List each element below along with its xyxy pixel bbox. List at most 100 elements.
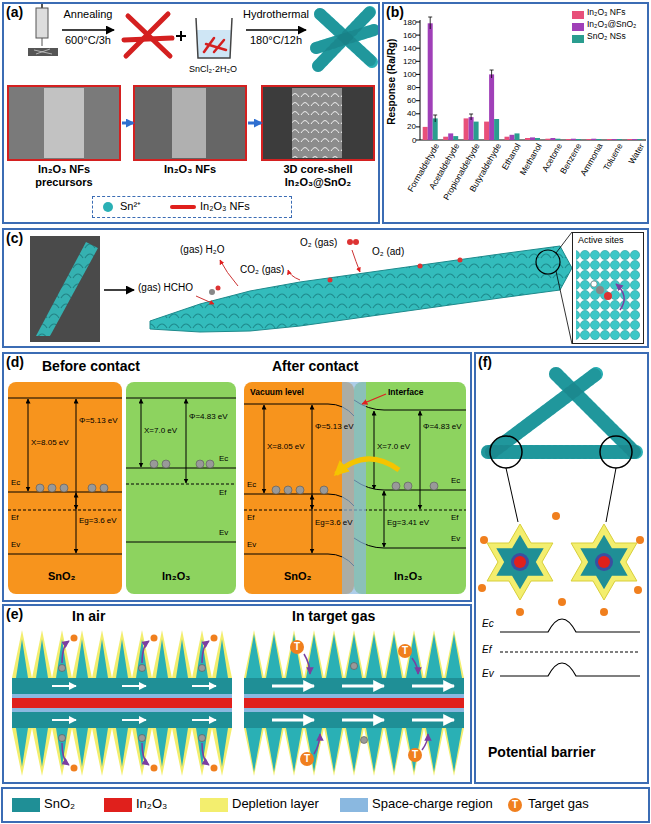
band-label: Ev <box>451 534 460 543</box>
legend-swatch <box>12 798 40 812</box>
band-label: Active sites <box>578 235 624 245</box>
band-label: Φ=4.83 eV <box>423 422 462 431</box>
band-label: Eg=3.41 eV <box>387 518 429 527</box>
panel-letter: (c) <box>6 230 23 246</box>
figure-panel: (e) In air In target gas <box>2 604 472 784</box>
panel-letter: (a) <box>6 4 23 20</box>
band-label: Ef <box>451 513 459 522</box>
band-label: In₂O₃ NFs <box>200 200 250 213</box>
sem-image: In₂O₃ NFs precursors <box>8 86 121 192</box>
legend-text: SnO₂ <box>44 797 75 812</box>
material-name: In₂O₃ <box>394 570 422 583</box>
target-gas-marker: T <box>300 752 314 766</box>
band-label: Φ=4.83 eV <box>189 412 228 421</box>
axis-title: Response (Ra/Rg) <box>386 39 398 125</box>
legend-swatch <box>340 798 368 812</box>
band-label: Ec <box>451 476 460 485</box>
band-label: Ef <box>247 513 255 522</box>
flow-arrow <box>248 122 261 125</box>
target-gas-marker: T <box>290 640 304 654</box>
band-label: Ef <box>482 644 491 656</box>
band-label: Eg=3.6 eV <box>315 518 353 527</box>
panel-letter: (e) <box>6 606 23 622</box>
figure-panel: (f)EcEfEvPotential barrier <box>474 352 649 784</box>
band-label: Φ=5.13 eV <box>315 422 354 431</box>
band-label: Ec <box>11 478 20 487</box>
material-name: SnO₂ <box>48 570 76 583</box>
panel-letter: (b) <box>386 4 404 20</box>
sem-image: 3D core-shell In₂O₃@SnO₂ <box>262 86 375 192</box>
panel-heading: Before contact <box>42 358 140 374</box>
tick-label: 160 <box>403 31 416 40</box>
legend-swatch <box>572 23 584 31</box>
grain-barrier-model <box>478 374 644 676</box>
flow-arrow <box>122 122 133 125</box>
tick-label: 140 <box>403 44 416 53</box>
band-diagrams <box>8 382 466 594</box>
legend-swatch <box>104 798 132 812</box>
material-name: SnO₂ <box>284 570 312 583</box>
image-caption: In₂O₃ NFs <box>134 163 246 176</box>
legend-swatch <box>200 798 228 812</box>
material-name: In₂O₃ <box>162 570 190 583</box>
legend-text: Space-charge region <box>372 797 493 812</box>
legend-text: Depletion layer <box>232 797 319 812</box>
band-label: X=8.05 eV <box>31 438 69 447</box>
figure-panel: (d)Before contactAfter contactΦ=5.13 eVX… <box>2 352 472 602</box>
band-label: Ec <box>247 480 256 489</box>
legend-text: In₂O₃@SnO₂ <box>587 20 636 30</box>
tick-label: 180 <box>403 18 416 27</box>
band-label: X=7.0 eV <box>377 442 410 451</box>
band-label: Ev <box>11 540 20 549</box>
legend-swatch <box>572 11 584 19</box>
band-label: Ef <box>11 513 19 522</box>
tick-label: 0 <box>412 136 416 145</box>
depletion-model-gas <box>244 630 464 776</box>
band-label: Ec <box>219 454 228 463</box>
response-bar-chart <box>416 17 646 140</box>
band-label: Sn²⁺ <box>120 200 141 213</box>
gas-label: CO₂ (gas) <box>240 264 284 276</box>
legend-text: In₂O₃ <box>136 797 167 812</box>
legend-text: In₂O₃ NFs <box>587 8 625 18</box>
sem-image: In₂O₃ NFs <box>134 86 247 192</box>
energy-band-box: Vacuum levelΦ=5.13 eVX=8.05 eVEcEfEg=3.6… <box>244 382 355 594</box>
category-label: Toluene <box>602 142 625 173</box>
synthesis-scheme <box>8 4 374 212</box>
energy-band-box: Φ=5.13 eV X=8.05 eV EcEf Eg=3.6 eV EvSnO₂ <box>8 382 122 594</box>
panel-heading: In air <box>72 608 105 624</box>
band-label: Ev <box>219 528 228 537</box>
process-label: Hydrothermal <box>243 8 309 21</box>
sensing-mechanism <box>30 232 640 344</box>
band-label: X=8.05 eV <box>267 442 305 451</box>
legend-box: Sn²⁺ In₂O₃ NFs <box>92 196 292 218</box>
tick-label: 60 <box>407 96 416 105</box>
target-gas-marker: T <box>398 644 412 658</box>
band-label: Interface <box>388 388 423 398</box>
zoom-inset: Active sites <box>572 232 644 344</box>
legend-text: SnO₂ NSs <box>587 32 626 42</box>
tick-label: 20 <box>407 122 416 131</box>
panel-heading: In target gas <box>292 608 375 624</box>
process-label: 180°C/12h <box>250 34 302 47</box>
legend-text: Target gas <box>528 797 589 812</box>
target-gas-marker: T <box>508 798 522 812</box>
gas-label: O₂ (gas) <box>300 237 337 249</box>
energy-band-box: InterfaceΦ=4.83 eV X=7.0 eV EcEfEg=3.41 eV… <box>354 382 466 594</box>
band-label: Eg=3.6 eV <box>79 516 117 525</box>
figure-panel: (a)In₂O₃ NFs precursorsIn₂O₃ NFs3D core-… <box>2 2 380 224</box>
category-label: Water <box>627 142 647 166</box>
image-caption: In₂O₃ NFs precursors <box>8 163 120 189</box>
depletion-model-air <box>12 630 232 776</box>
band-label: Ev <box>247 540 256 549</box>
panel-heading: After contact <box>272 358 358 374</box>
band-label: Ec <box>482 618 494 630</box>
band-label: Ev <box>482 668 494 680</box>
band-label: Φ=5.13 eV <box>79 416 118 425</box>
panel-heading: Potential barrier <box>488 744 595 760</box>
legend-frame <box>2 788 649 822</box>
energy-band-box: Φ=4.83 eVX=7.0 eVEcEfEvIn₂O₃ <box>126 382 236 594</box>
legend-swatch <box>572 35 584 43</box>
